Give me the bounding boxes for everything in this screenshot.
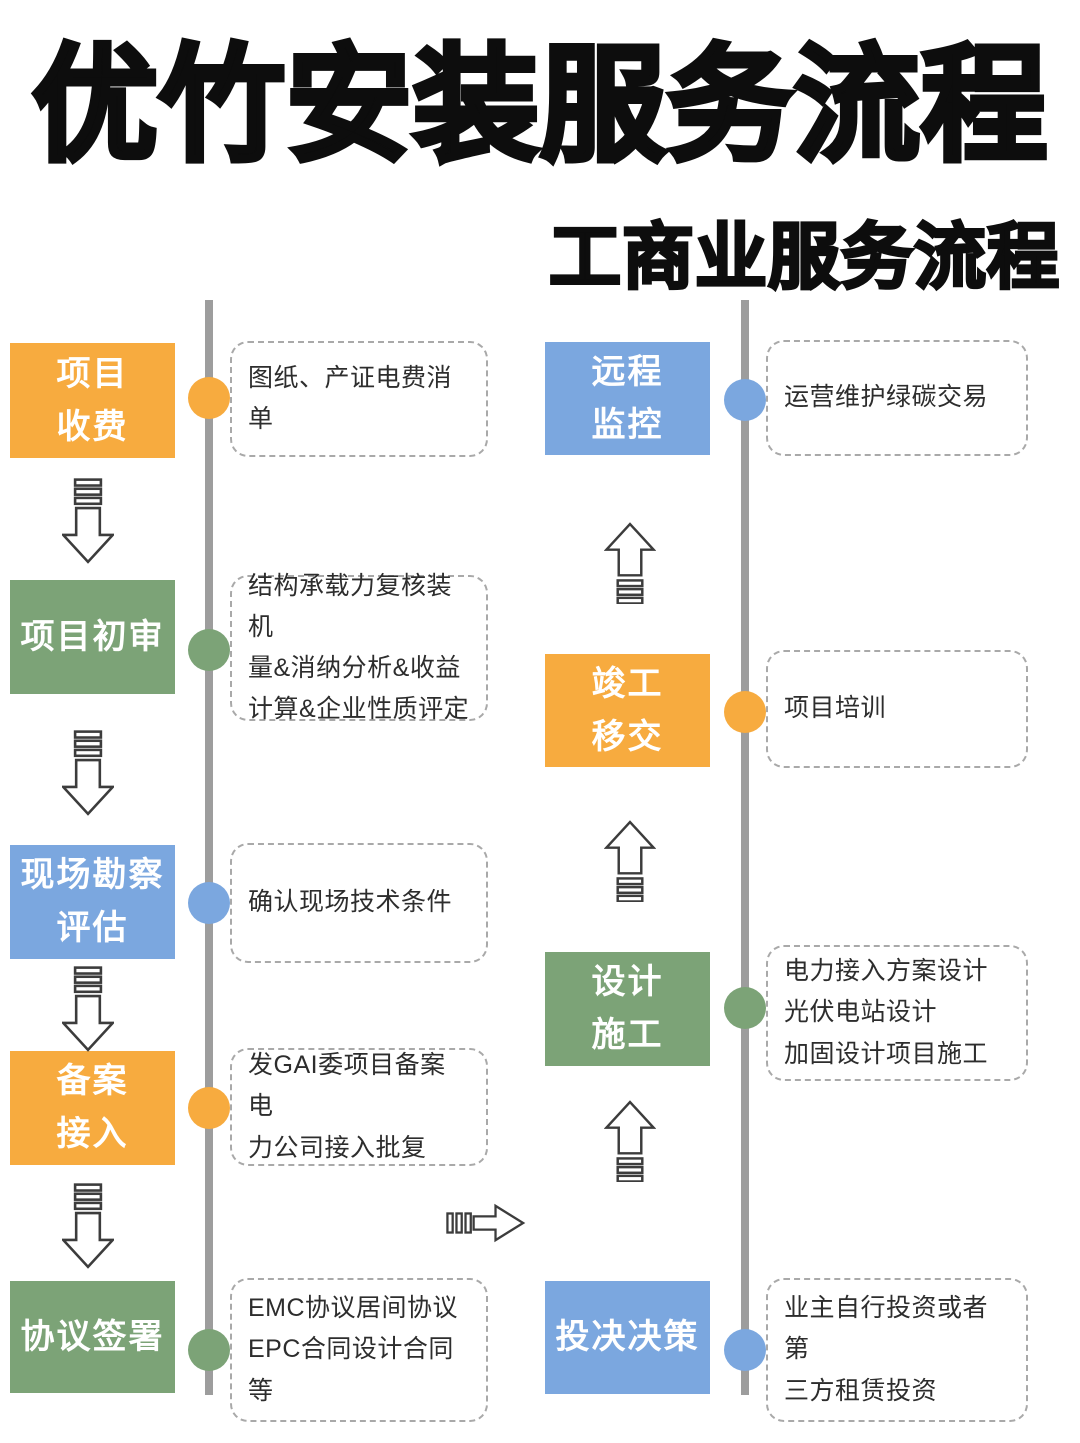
down-arrow-icon <box>62 730 114 816</box>
up-arrow-icon <box>604 820 656 902</box>
page-subtitle: 工商业服务流程 <box>547 217 1060 300</box>
up-arrow-icon <box>604 522 656 604</box>
note-design-construction: 电力接入方案设计 光伏电站设计 加固设计项目施工 <box>766 945 1028 1081</box>
timeline-right <box>741 300 749 1395</box>
timeline-dot <box>724 1329 766 1371</box>
page-title: 优竹安装服务流程 <box>30 33 1050 179</box>
timeline-dot <box>724 379 766 421</box>
down-arrow-icon <box>62 966 114 1052</box>
note-project-fee: 图纸、产证电费消单 <box>230 341 488 457</box>
timeline-left <box>205 300 213 1395</box>
timeline-dot <box>188 629 230 671</box>
timeline-dot <box>724 691 766 733</box>
down-arrow-icon <box>62 478 114 564</box>
note-remote-monitoring: 运营维护绿碳交易 <box>766 340 1028 456</box>
timeline-dot <box>188 1087 230 1129</box>
step-project-review: 项目初审 <box>10 580 175 694</box>
step-design-construction: 设计 施工 <box>545 952 710 1066</box>
timeline-dot <box>724 987 766 1029</box>
timeline-dot <box>188 882 230 924</box>
note-agreement-signing: EMC协议居间协议 EPC合同设计合同等 <box>230 1278 488 1422</box>
step-project-fee: 项目 收费 <box>10 343 175 458</box>
down-arrow-icon <box>62 1183 114 1269</box>
step-site-survey: 现场勘察 评估 <box>10 845 175 959</box>
note-completion-handover: 项目培训 <box>766 650 1028 768</box>
timeline-dot <box>188 377 230 419</box>
note-investment-decision: 业主自行投资或者第 三方租赁投资 <box>766 1278 1028 1422</box>
step-filing-grid-access: 备案 接入 <box>10 1051 175 1165</box>
timeline-dot <box>188 1329 230 1371</box>
note-project-review: 结构承载力复核装机 量&消纳分析&收益 计算&企业性质评定 <box>230 572 488 723</box>
step-agreement-signing: 协议签署 <box>10 1281 175 1393</box>
note-site-survey: 确认现场技术条件 <box>230 843 488 963</box>
up-arrow-icon <box>604 1100 656 1182</box>
right-arrow-icon <box>446 1200 526 1246</box>
step-investment-decision: 投决决策 <box>545 1281 710 1394</box>
step-completion-handover: 竣工 移交 <box>545 654 710 767</box>
step-remote-monitoring: 远程 监控 <box>545 342 710 455</box>
note-filing-grid-access: 发GAI委项目备案电 力公司接入批复 <box>230 1048 488 1166</box>
